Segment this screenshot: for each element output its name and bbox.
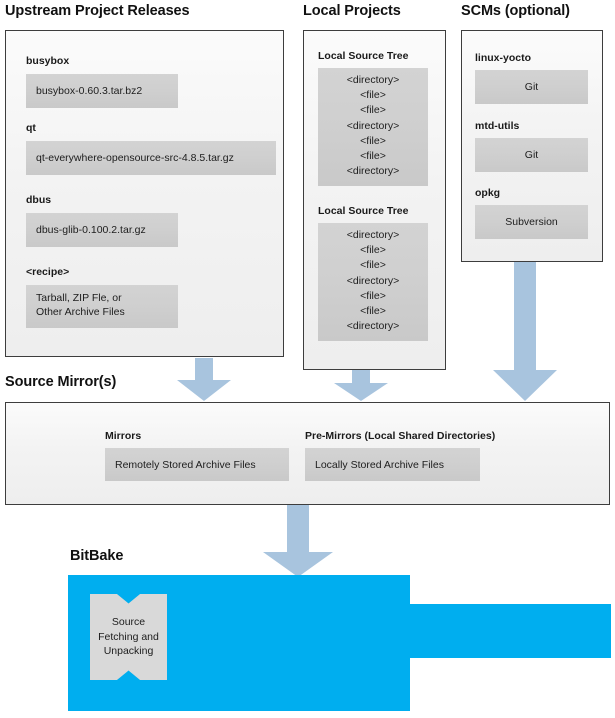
upstream-group-label-dbus: dbus bbox=[26, 194, 52, 206]
upstream-group-label-busybox: busybox bbox=[26, 55, 70, 67]
scm-value-linux-yocto: Git bbox=[475, 70, 588, 104]
source-mirrors-value-mirrors: Remotely Stored Archive Files bbox=[105, 448, 289, 481]
scm-value-mtd-utils: Git bbox=[475, 138, 588, 172]
scm-value-opkg: Subversion bbox=[475, 205, 588, 239]
scms-section-title: SCMs (optional) bbox=[461, 3, 570, 19]
recipe-line-2: Other Archive Files bbox=[36, 306, 125, 318]
tree-line: <file> bbox=[360, 134, 386, 147]
arrow-upstream-to-source-mirror bbox=[177, 358, 231, 401]
source-mirrors-group-label-mirrors: Mirrors bbox=[105, 430, 142, 442]
local-source-tree-label-1: Local Source Tree bbox=[318, 50, 409, 62]
tree-line: <file> bbox=[360, 305, 386, 318]
upstream-group-label-recipe: <recipe> bbox=[26, 266, 70, 278]
arrow-source-mirror-to-bitbake bbox=[263, 505, 333, 577]
upstream-artifact-dbus: dbus-glib-0.100.2.tar.gz bbox=[26, 213, 178, 247]
upstream-section-title: Upstream Project Releases bbox=[5, 3, 190, 19]
bitbake-body-extension bbox=[408, 604, 611, 658]
upstream-artifact-recipe: Tarball, ZIP Fle, or Other Archive Files bbox=[26, 285, 178, 328]
tree-line: <file> bbox=[360, 244, 386, 257]
tree-line: <file> bbox=[360, 104, 386, 117]
tree-line: <file> bbox=[360, 150, 386, 163]
local-source-tree-1: <directory> <file> <file> <directory> <f… bbox=[318, 68, 428, 186]
source-mirrors-section-title: Source Mirror(s) bbox=[5, 374, 117, 390]
tree-line: <directory> bbox=[346, 74, 400, 86]
tree-line: <directory> bbox=[346, 119, 400, 132]
arrow-scms-to-source-mirror bbox=[493, 262, 557, 401]
local-source-tree-label-2: Local Source Tree bbox=[318, 205, 409, 217]
tree-line: <file> bbox=[360, 259, 386, 272]
local-source-tree-2: <directory> <file> <file> <directory> <f… bbox=[318, 223, 428, 341]
source-mirrors-value-pre-mirrors: Locally Stored Archive Files bbox=[305, 448, 480, 481]
source-fetching-and-unpacking-task: Source Fetching and Unpacking bbox=[90, 594, 167, 680]
tree-line: <file> bbox=[360, 289, 386, 302]
recipe-line-1: Tarball, ZIP Fle, or bbox=[36, 292, 122, 304]
scm-group-label-mtd-utils: mtd-utils bbox=[475, 120, 520, 132]
arrow-local-projects-to-source-mirror bbox=[334, 370, 388, 401]
local-projects-section-title: Local Projects bbox=[303, 3, 401, 19]
upstream-artifact-busybox: busybox-0.60.3.tar.bz2 bbox=[26, 74, 178, 108]
tree-line: <file> bbox=[360, 89, 386, 102]
tree-line: <directory> bbox=[346, 229, 400, 241]
tree-line: <directory> bbox=[346, 320, 400, 333]
task-line-3: Unpacking bbox=[103, 645, 154, 658]
upstream-artifact-qt: qt-everywhere-opensource-src-4.8.5.tar.g… bbox=[26, 141, 276, 175]
source-mirrors-group-label-pre-mirrors: Pre-Mirrors (Local Shared Directories) bbox=[305, 430, 496, 442]
tree-line: <directory> bbox=[346, 165, 400, 178]
scm-group-label-opkg: opkg bbox=[475, 187, 501, 199]
scm-group-label-linux-yocto: linux-yocto bbox=[475, 52, 532, 64]
task-line-2: Fetching and bbox=[98, 630, 159, 643]
upstream-group-label-qt: qt bbox=[26, 122, 36, 134]
task-line-1: Source bbox=[111, 616, 146, 629]
tree-line: <directory> bbox=[346, 274, 400, 287]
bitbake-section-title: BitBake bbox=[70, 548, 124, 564]
